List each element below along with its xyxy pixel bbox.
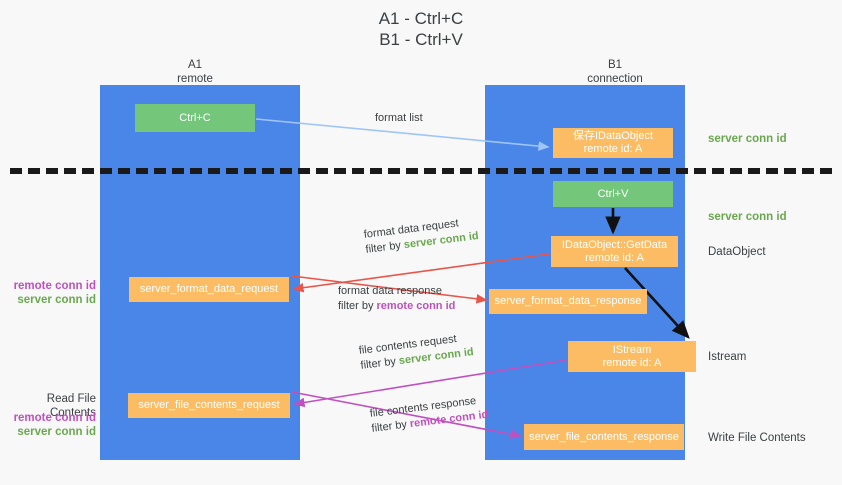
edge-label-format-data-request: format data request filter by server con… [363, 214, 479, 257]
lane-header-b1: B1 connection [587, 59, 643, 85]
edge-label-file-contents-response: file contents response filter by remote … [369, 393, 489, 436]
node-server-file-contents-request[interactable]: server_file_contents_request [128, 393, 290, 418]
edge-label-line2: filter by remote conn id [338, 299, 455, 313]
edge-label-format-data-response: format data response filter by remote co… [338, 284, 455, 313]
node-ctrl-v[interactable]: Ctrl+V [553, 181, 673, 207]
label-server-conn-id-mid: server conn id [708, 211, 787, 223]
node-server-file-contents-response[interactable]: server_file_contents_response [524, 424, 684, 450]
label-remote-conn-id: remote conn id [13, 280, 96, 292]
label-dataobject: DataObject [708, 246, 766, 258]
node-istream[interactable]: IStream remote id: A [568, 341, 696, 372]
edge-label-line1: format data response [338, 285, 442, 297]
label-write-file-contents: Write File Contents [708, 432, 806, 444]
phase-divider [10, 168, 832, 174]
label-server-conn-id-top: server conn id [708, 133, 787, 145]
label-server-conn-id: server conn id [17, 294, 96, 306]
node-ctrl-c[interactable]: Ctrl+C [135, 104, 255, 132]
node-idataobject-getdata[interactable]: IDataObject::GetData remote id: A [551, 236, 678, 267]
filter-prefix: filter by [338, 300, 377, 312]
node-server-format-data-request[interactable]: server_format_data_request [129, 277, 289, 302]
node-server-format-data-response[interactable]: server_format_data_response [489, 289, 647, 314]
page-title: A1 - Ctrl+C B1 - Ctrl+V [378, 9, 464, 49]
label-server-conn-id: server conn id [17, 426, 96, 438]
edge-label-format-list: format list [375, 111, 423, 125]
label-remote-conn-id: remote conn id [13, 412, 96, 424]
filter-prefix: filter by [370, 418, 411, 435]
filter-prefix: filter by [364, 239, 405, 256]
filter-value: remote conn id [376, 300, 456, 312]
label-read-file-contents: Read File Contents [46, 393, 96, 419]
node-save-idataobject[interactable]: 保存IDataObject remote id: A [553, 128, 673, 158]
label-conn-ids-file: remote conn id server conn id [8, 411, 96, 439]
lane-header-a1: A1 remote [177, 59, 213, 85]
edge-label-file-contents-request: file contents request filter by server c… [358, 330, 474, 373]
label-istream: Istream [708, 351, 747, 363]
filter-prefix: filter by [359, 355, 400, 372]
label-conn-ids-format: remote conn id server conn id [8, 279, 96, 307]
edge-label-line1: format list [375, 112, 423, 124]
